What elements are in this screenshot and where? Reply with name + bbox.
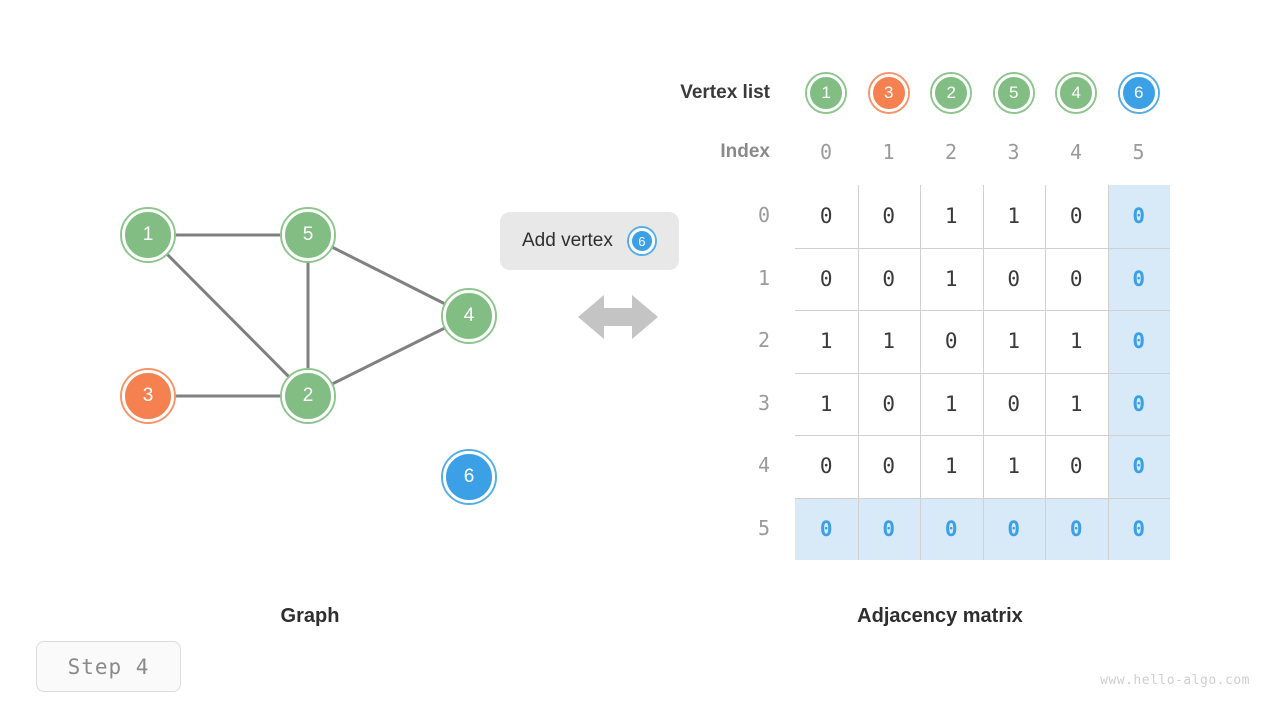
row-index-4: 4 — [757, 453, 770, 478]
vertex-list-node-4[interactable]: 4 — [1055, 72, 1098, 114]
vertex-list-node-label: 6 — [1119, 74, 1158, 112]
matrix-cell-2-5: 0 — [1107, 310, 1170, 373]
matrix-cell-1-4: 0 — [1069, 266, 1083, 291]
column-index-2: 2 — [944, 140, 958, 164]
graph-node-label: 2 — [282, 370, 334, 422]
add-vertex-node-label: 6 — [628, 228, 655, 254]
column-index-0: 0 — [819, 140, 833, 164]
graph-edge — [306, 233, 471, 318]
vertex-list-node-label: 5 — [994, 74, 1033, 112]
graph-node-1[interactable]: 1 — [120, 207, 176, 263]
graph-node-label: 4 — [443, 290, 495, 342]
matrix-cell-5-5: 0 — [1107, 497, 1170, 560]
matrix-cell-1-5: 0 — [1107, 247, 1170, 310]
matrix-cell-4-5: 0 — [1107, 435, 1170, 498]
matrix-cell-4-1: 0 — [882, 454, 896, 479]
column-index-5: 5 — [1132, 140, 1145, 164]
grid-line-vertical — [1107, 185, 1109, 560]
step-badge: Step 4 — [36, 641, 181, 692]
add-vertex-operation-chip[interactable]: Add vertex 6 — [500, 212, 679, 270]
matrix-cell-5-1: 0 — [857, 497, 920, 560]
add-vertex-label: Add vertex — [522, 230, 613, 251]
grid-line-horizontal — [795, 372, 1170, 374]
row-index-2: 2 — [757, 328, 770, 353]
vertex-list-node-3[interactable]: 3 — [867, 72, 910, 114]
matrix-cell-2-3: 1 — [1007, 329, 1021, 354]
matrix-cell-1-1: 0 — [882, 266, 896, 291]
graph-node-label: 6 — [443, 451, 495, 503]
vertex-list-node-label: 4 — [1057, 74, 1096, 112]
watermark: www.hello-algo.com — [1100, 673, 1250, 688]
graph-node-label: 1 — [122, 209, 174, 261]
matrix-cell-2-0: 1 — [819, 329, 833, 354]
caption-graph: Graph — [280, 605, 340, 627]
matrix-cell-1-0: 0 — [819, 266, 833, 291]
graph-node-label: 5 — [282, 209, 334, 261]
row-index-3: 3 — [757, 390, 770, 415]
double-arrow-horizontal-icon — [578, 293, 658, 346]
graph-node-6[interactable]: 6 — [441, 449, 497, 505]
row-index-5: 5 — [757, 515, 770, 540]
grid-line-horizontal — [795, 435, 1170, 436]
vertex-list-node-label: 1 — [807, 74, 846, 112]
graph-node-3[interactable]: 3 — [120, 368, 176, 424]
vertex-list-node-label: 2 — [932, 74, 971, 112]
graph-panel: 1 5 4 3 2 6 — [0, 0, 560, 720]
matrix-cell-0-4: 0 — [1069, 204, 1083, 229]
caption-adjacency-matrix: Adjacency matrix — [857, 605, 1023, 627]
matrix-cell-1-2: 1 — [944, 266, 958, 291]
grid-line-vertical — [1045, 185, 1046, 560]
graph-node-5[interactable]: 5 — [280, 207, 336, 263]
matrix-cell-3-0: 1 — [819, 391, 833, 416]
matrix-cell-3-5: 0 — [1107, 372, 1170, 435]
vertex-list-node-6[interactable]: 6 — [1117, 72, 1160, 114]
graph-node-4[interactable]: 4 — [441, 288, 497, 344]
vertex-list-node-2[interactable]: 2 — [930, 72, 973, 114]
matrix-cell-2-1: 1 — [882, 329, 896, 354]
matrix-cell-3-4: 1 — [1069, 391, 1083, 416]
matrix-cell-5-2: 0 — [920, 497, 983, 560]
column-index-1: 1 — [882, 140, 895, 164]
vertex-list-node-1[interactable]: 1 — [805, 72, 848, 114]
row-index-1: 1 — [757, 265, 770, 290]
matrix-cell-2-4: 1 — [1069, 329, 1083, 354]
matrix-cell-5-4: 0 — [1045, 497, 1108, 560]
matrix-cell-4-2: 1 — [944, 454, 958, 479]
grid-line-horizontal — [795, 497, 1170, 499]
matrix-cell-3-1: 0 — [882, 391, 896, 416]
matrix-cell-4-4: 0 — [1069, 454, 1083, 479]
matrix-cell-5-3: 0 — [982, 497, 1045, 560]
matrix-cell-3-3: 0 — [1007, 391, 1021, 416]
matrix-cell-4-0: 0 — [819, 454, 833, 479]
graph-edge — [146, 233, 310, 398]
matrix-cell-0-2: 1 — [944, 204, 958, 229]
graph-edge — [306, 314, 471, 398]
graph-node-label: 3 — [122, 370, 174, 422]
add-vertex-node-badge: 6 — [626, 226, 657, 256]
graph-node-2[interactable]: 2 — [280, 368, 336, 424]
matrix-cell-0-3: 1 — [1007, 204, 1021, 229]
matrix-cell-0-5: 0 — [1107, 185, 1170, 248]
matrix-cell-1-3: 0 — [1007, 266, 1021, 291]
matrix-cell-0-1: 0 — [882, 204, 896, 229]
matrix-cell-2-2: 0 — [944, 329, 958, 354]
column-index-3: 3 — [1007, 140, 1020, 164]
matrix-cell-3-2: 1 — [944, 391, 958, 416]
matrix-cell-0-0: 0 — [819, 204, 833, 229]
index-label: Index — [720, 141, 770, 162]
row-index-0: 0 — [757, 203, 770, 228]
matrix-cell-5-0: 0 — [795, 497, 858, 560]
matrix-cell-4-3: 1 — [1007, 454, 1021, 479]
vertex-list-label: Vertex list — [680, 82, 770, 103]
column-index-4: 4 — [1069, 140, 1083, 164]
vertex-list-node-5[interactable]: 5 — [992, 72, 1035, 114]
vertex-list-node-label: 3 — [869, 74, 908, 112]
